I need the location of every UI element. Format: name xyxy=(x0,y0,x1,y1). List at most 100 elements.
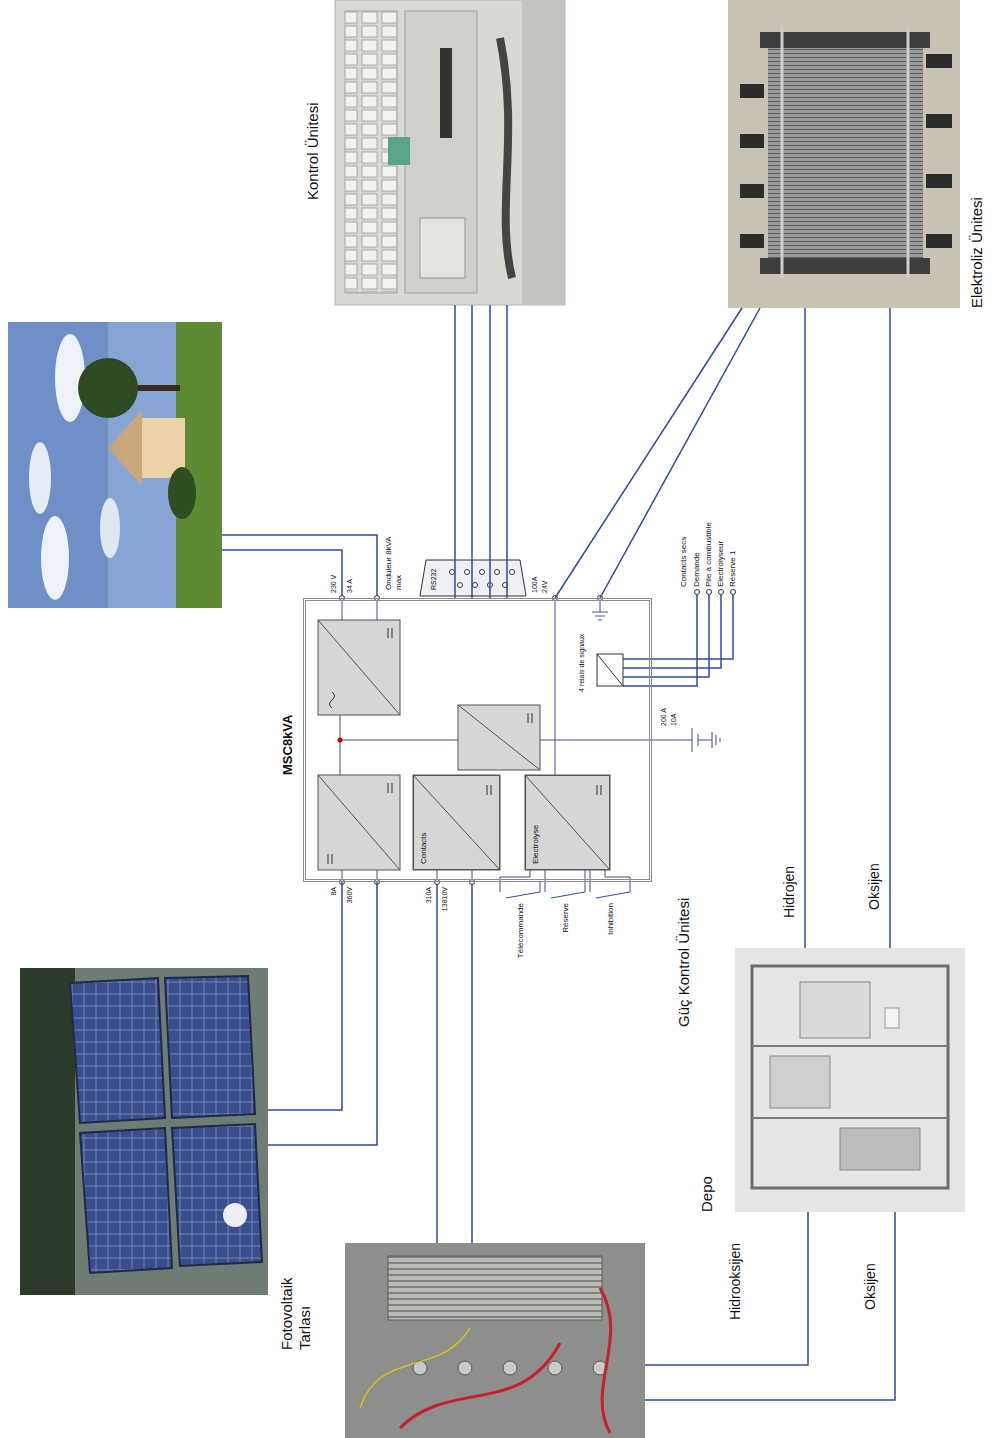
storage-photo xyxy=(752,1117,948,1119)
electrolyser-photo xyxy=(926,234,952,248)
wire xyxy=(222,535,377,598)
control-unit-photo xyxy=(420,218,465,278)
converter-block xyxy=(330,692,335,708)
solar-photo xyxy=(20,968,268,1295)
control-unit-photo xyxy=(345,11,397,293)
fuel-cell-photo xyxy=(413,1361,427,1375)
house-photo xyxy=(108,410,142,486)
wire-connector xyxy=(600,308,760,598)
switch-label: Réserve xyxy=(561,903,571,933)
relay-label: 4 relais de signaux xyxy=(578,634,586,692)
converter-block xyxy=(318,775,400,870)
fuel-cell-photo xyxy=(593,1361,607,1375)
unit-label: Depo xyxy=(698,1176,716,1212)
converter-block xyxy=(525,775,610,870)
wire-connector xyxy=(804,308,806,948)
control-unit: Kontrol Ünitesi xyxy=(335,0,565,305)
wire xyxy=(645,1212,808,1365)
contact-label: Pile à combustible xyxy=(704,522,714,587)
port-label: RS232 xyxy=(430,569,438,590)
unit-label: Electrolyse xyxy=(531,825,541,864)
house-photo xyxy=(41,516,69,600)
fuel-cell-photo xyxy=(600,1288,611,1433)
fuel-cell-photo xyxy=(400,1343,560,1428)
unit-label: Fotovoltaik Tarlası xyxy=(278,1250,314,1350)
unit-label: Güç Kontrol Ünitesi xyxy=(675,898,693,1027)
unit-label: Elektroliz Ünitesi xyxy=(968,197,986,308)
gas-label: Hidrooksijen xyxy=(727,1243,744,1320)
switch-label: Télécommande xyxy=(516,903,526,958)
electrolyser-photo xyxy=(740,184,764,198)
wire xyxy=(222,535,895,1400)
electrolyser-photo xyxy=(728,0,960,308)
solar-photo xyxy=(20,968,268,1295)
wire xyxy=(623,595,733,659)
internal-wire xyxy=(540,740,692,741)
solar-photo xyxy=(223,1203,247,1227)
wire-connector xyxy=(489,305,491,598)
storage-photo xyxy=(800,982,870,1038)
fuel-cell-photo xyxy=(345,1243,645,1438)
internal-wire xyxy=(340,740,458,741)
wire xyxy=(623,595,709,677)
internal-wire xyxy=(340,715,341,775)
electrolyser-unit: Elektroliz Ünitesi xyxy=(728,0,960,308)
terminal xyxy=(731,590,736,595)
wire-connector xyxy=(268,882,377,1145)
unit-label: Contacts xyxy=(419,832,429,864)
wire xyxy=(436,882,438,1243)
storage-photo xyxy=(752,966,948,1188)
rating-label: 10A xyxy=(670,714,678,726)
junction-dot xyxy=(338,738,343,743)
solar-photo xyxy=(172,1124,262,1266)
storage-unit: Depo xyxy=(735,948,965,1212)
electrolyser-photo xyxy=(728,0,960,308)
house-photo xyxy=(8,322,222,608)
db9-connector xyxy=(465,570,470,575)
db9-connector xyxy=(420,560,526,596)
fuel-cell-photo xyxy=(458,1361,472,1375)
house-photo xyxy=(29,442,51,514)
solar-photo xyxy=(165,976,255,1118)
fuel-cell-photo xyxy=(388,1256,602,1320)
control-unit-photo xyxy=(522,0,565,305)
db9-connector xyxy=(450,570,455,575)
converter-block xyxy=(597,785,601,795)
rating-label: 230 V xyxy=(330,575,338,593)
rating-label: 200 A xyxy=(660,708,668,726)
wire xyxy=(623,595,697,686)
house-photo xyxy=(118,385,180,391)
internal-wire xyxy=(592,598,608,620)
electrolyser-photo xyxy=(760,32,930,48)
power-control-box: MSC8kVAGüç Kontrol ÜnitesiContactsElectr… xyxy=(303,598,652,882)
rating-label: 34 A xyxy=(346,579,354,593)
contact-label: Demande xyxy=(692,552,702,587)
electrolyser-photo xyxy=(926,174,952,188)
wire-connector xyxy=(506,305,508,598)
converter-block xyxy=(528,713,532,723)
rating-label: 100A xyxy=(531,577,539,593)
fuel-cell-photo xyxy=(360,1328,470,1408)
converter-block: Contacts xyxy=(413,775,500,870)
storage-photo xyxy=(770,1056,830,1108)
inverter-label: Onduleur 8kVA max xyxy=(384,526,403,590)
unit-label: Kontrol Ünitesi xyxy=(304,102,322,200)
converter-block xyxy=(413,775,500,870)
converter-block xyxy=(413,775,500,870)
wire-connector xyxy=(889,308,891,948)
internal-wire xyxy=(590,882,630,898)
internal-wire xyxy=(342,598,377,620)
control-unit-photo xyxy=(500,38,512,278)
gas-label: Oksijen xyxy=(862,1263,879,1310)
converter-block xyxy=(318,620,400,715)
internal-wire xyxy=(340,598,720,898)
house-photo xyxy=(140,418,185,478)
relay-symbol xyxy=(597,654,623,686)
house-photo xyxy=(8,322,108,608)
house-photo xyxy=(100,498,120,558)
db9-connector xyxy=(473,583,478,588)
fuel-cell-photo xyxy=(345,1243,645,1438)
converter-block xyxy=(388,628,392,638)
house-photo xyxy=(55,334,85,422)
